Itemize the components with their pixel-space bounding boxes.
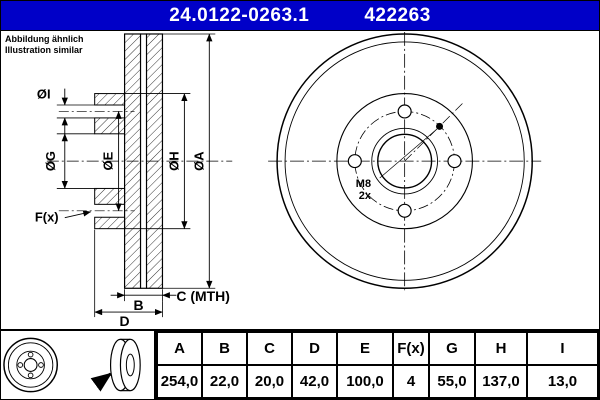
- col-header-c: C: [246, 331, 293, 366]
- center-bore-circle: [377, 133, 433, 189]
- dimension-table: A B C D E F(x) G H I 254,0 22,0 20,0 42,…: [156, 331, 599, 399]
- part-number: 24.0122-0263.1: [169, 4, 310, 26]
- hat-flange-section: [94, 93, 126, 106]
- col-header-e: E: [336, 331, 394, 366]
- value-b: 22,0: [201, 364, 248, 399]
- thread-label: M8: [356, 178, 371, 190]
- col-header-g: G: [428, 331, 476, 366]
- similarity-note: Abbildung ähnlich Illustration similar: [5, 34, 84, 56]
- pointer-arrow-icon: [90, 372, 113, 392]
- bolt-hole-top: [397, 104, 412, 119]
- dim-d: D: [94, 229, 163, 329]
- value-f: 4: [392, 364, 430, 399]
- dim-label-d: D: [120, 313, 130, 329]
- bolt-hole-left: [347, 154, 362, 169]
- dim-g: ØG: [43, 133, 95, 189]
- col-header-b: B: [201, 331, 248, 366]
- col-header-a: A: [156, 331, 203, 366]
- dim-label-g: ØG: [43, 151, 58, 171]
- dim-f: F(x): [35, 210, 92, 225]
- friction-plate-outboard: [145, 33, 164, 289]
- value-d: 42,0: [291, 364, 338, 399]
- value-h: 137,0: [474, 364, 528, 399]
- dim-label-f: F(x): [35, 210, 59, 225]
- disc-side-icon: [109, 338, 141, 392]
- col-header-h: H: [474, 331, 528, 366]
- value-c: 20,0: [246, 364, 293, 399]
- table-value-row: 254,0 22,0 20,0 42,0 100,0 4 55,0 137,0 …: [156, 364, 599, 399]
- drawing-area: Abbildung ähnlich Illustration similar: [1, 31, 599, 329]
- dim-label-e: ØE: [101, 151, 116, 170]
- col-header-i: I: [526, 331, 599, 366]
- note-line-de: Abbildung ähnlich: [5, 34, 84, 44]
- hat-circle: [336, 93, 473, 230]
- dim-b: B: [110, 289, 177, 313]
- dim-label-c: C (MTH): [176, 288, 229, 304]
- thread-leader-line: [379, 129, 437, 179]
- cross-section-view: ØI ØG ØE: [35, 33, 233, 329]
- table-header-row: A B C D E F(x) G H I: [156, 331, 599, 366]
- dim-label-i: ØI: [37, 87, 51, 102]
- legend-icons: [3, 337, 141, 393]
- thread-hole-marker: [436, 122, 444, 130]
- bore-chamfer-circle: [371, 127, 438, 195]
- value-e: 100,0: [336, 364, 394, 399]
- disc-front-icon: [3, 337, 59, 393]
- col-header-d: D: [291, 331, 338, 366]
- dim-i: ØI: [37, 87, 95, 135]
- dim-label-a: ØA: [191, 151, 206, 170]
- friction-plate-inboard: [123, 33, 142, 289]
- dim-h: ØH: [124, 93, 191, 230]
- dim-label-h: ØH: [166, 151, 181, 170]
- note-line-en: Illustration similar: [5, 44, 83, 55]
- bolt-hole-right: [447, 154, 462, 169]
- outer-diameter-circle: [276, 33, 533, 290]
- dimension-strip: A B C D E F(x) G H I 254,0 22,0 20,0 42,…: [1, 329, 599, 399]
- col-header-f: F(x): [392, 331, 430, 366]
- dim-label-b: B: [134, 297, 144, 313]
- friction-band-circle: [284, 41, 525, 281]
- reference-number: 422263: [364, 4, 431, 26]
- value-i: 13,0: [526, 364, 599, 399]
- thread-count-label: 2x: [359, 190, 371, 202]
- title-bar: 24.0122-0263.1 422263: [1, 1, 599, 31]
- value-g: 55,0: [428, 364, 476, 399]
- legend-icon-cell: [1, 331, 156, 399]
- bolt-hole-bottom: [397, 203, 412, 218]
- technical-drawing: ØI ØG ØE: [35, 31, 542, 329]
- dim-a: ØA: [162, 33, 216, 289]
- dim-e: ØE: [101, 111, 122, 212]
- front-view: M8 2x: [268, 31, 542, 291]
- value-a: 254,0: [156, 364, 203, 399]
